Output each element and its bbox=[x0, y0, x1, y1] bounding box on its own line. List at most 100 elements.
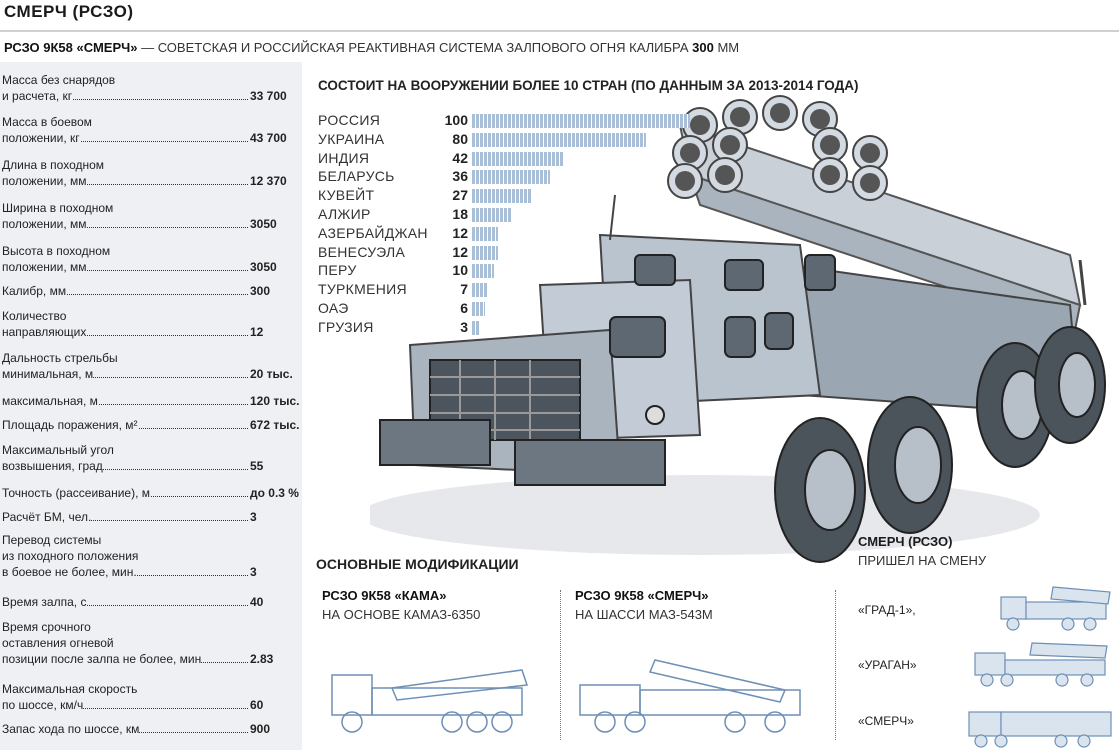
spec-label-line: Запас хода по шоссе, км 900 bbox=[2, 721, 300, 737]
spec-row: Максимальный угол возвышения, град 55 bbox=[2, 442, 300, 474]
page-title: СМЕРЧ (РСЗО) bbox=[4, 2, 134, 21]
leader-dots bbox=[2, 270, 248, 271]
subtitle-caliber: 300 bbox=[692, 40, 714, 55]
spec-label: Запас хода по шоссе, км bbox=[2, 722, 140, 736]
chart-bar bbox=[472, 302, 486, 316]
spec-label: Время залпа, с bbox=[2, 595, 87, 609]
replacement-uragan: «УРАГАН» bbox=[858, 658, 917, 672]
spec-label-line: возвышения, град 55 bbox=[2, 458, 300, 474]
uragan-sketch bbox=[974, 642, 1108, 687]
chart-category-label: ТУРКМЕНИЯ bbox=[318, 281, 407, 298]
chart-bar bbox=[472, 189, 531, 204]
spec-value: 120 тыс. bbox=[250, 394, 300, 408]
subtitle-system-name: РСЗО 9К58 «СМЕРЧ» bbox=[4, 40, 138, 55]
spec-label: возвышения, град bbox=[2, 459, 103, 473]
chart-data-label: 80 bbox=[452, 130, 468, 147]
chart-bar bbox=[472, 245, 499, 260]
chart-category-label: ГРУЗИЯ bbox=[318, 318, 374, 335]
spec-label: по шоссе, км/ч bbox=[2, 698, 84, 712]
spec-label: и расчета, кг bbox=[2, 89, 73, 103]
chart-bar bbox=[472, 170, 551, 185]
spec-label-line: максимальная, м 120 тыс. bbox=[2, 393, 300, 409]
spec-label: положении, мм bbox=[2, 174, 87, 188]
spec-label: Перевод системы bbox=[2, 533, 102, 547]
leader-dots bbox=[2, 335, 248, 336]
chart-data-label: 42 bbox=[452, 149, 468, 166]
replacement-smerch: «СМЕРЧ» bbox=[858, 714, 914, 728]
spec-label: положении, мм bbox=[2, 217, 87, 231]
spec-label: Площадь поражения, м² bbox=[2, 418, 138, 432]
chart-data-label: 12 bbox=[452, 224, 468, 241]
leader-dots bbox=[2, 520, 248, 521]
chart-title: СОСТОИТ НА ВООРУЖЕНИИ БОЛЕЕ 10 СТРАН (ПО… bbox=[318, 78, 859, 93]
chart-category-label: РОССИЯ bbox=[318, 112, 381, 128]
chart-bar bbox=[472, 132, 647, 147]
spec-label: Максимальный угол bbox=[2, 443, 114, 457]
spec-label-line: Расчёт БМ, чел.3 bbox=[2, 509, 300, 525]
leader-dots bbox=[2, 605, 248, 606]
chart-data-label: 12 bbox=[452, 243, 468, 260]
leader-dots bbox=[2, 708, 248, 709]
truck-cab bbox=[379, 194, 836, 486]
wheels bbox=[774, 326, 1106, 563]
spec-label-line: и расчета, кг 33 700 bbox=[2, 88, 300, 104]
subtitle-unit: ММ bbox=[713, 40, 740, 55]
spec-row: Расчёт БМ, чел.3 bbox=[2, 509, 300, 525]
spec-value: 900 bbox=[250, 722, 271, 736]
spec-row: Запас хода по шоссе, км 900 bbox=[2, 721, 300, 737]
spec-label: положении, мм bbox=[2, 260, 87, 274]
spec-value: 55 bbox=[250, 459, 264, 473]
leader-dots bbox=[2, 227, 248, 228]
spec-label: Калибр, мм bbox=[2, 284, 67, 298]
leader-dots bbox=[2, 377, 248, 378]
spec-label-line: по шоссе, км/ч 60 bbox=[2, 697, 300, 713]
chart-data-label: 36 bbox=[452, 168, 468, 185]
leader-dots bbox=[2, 141, 248, 142]
spec-label-line: в боевое не более, мин.3 bbox=[2, 564, 300, 580]
chart-data-label: 18 bbox=[452, 206, 468, 222]
replacement-title: СМЕРЧ (РСЗО) bbox=[858, 534, 953, 549]
chart-bar bbox=[472, 264, 494, 279]
spec-label: минимальная, м bbox=[2, 367, 94, 381]
spec-value: 12 bbox=[250, 325, 264, 339]
mod-smerch-name: РСЗО 9К58 «СМЕРЧ» bbox=[575, 588, 709, 603]
leader-dots bbox=[2, 99, 248, 100]
chart-data-label: 100 bbox=[444, 112, 468, 128]
leader-dots bbox=[2, 469, 248, 470]
title-bar: СМЕРЧ (РСЗО) bbox=[0, 0, 1119, 32]
subtitle-description: — СОВЕТСКАЯ И РОССИЙСКАЯ РЕАКТИВНАЯ СИСТ… bbox=[137, 40, 693, 55]
spec-label: Дальность стрельбы bbox=[2, 351, 118, 365]
spec-value: до 0.3 % bbox=[250, 486, 299, 500]
chart-category-label: БЕЛАРУСЬ bbox=[318, 168, 395, 185]
spec-label: максимальная, м bbox=[2, 394, 98, 408]
spec-value: 60 bbox=[250, 698, 264, 712]
chart-data-label: 3 bbox=[460, 318, 468, 335]
spec-label: Длина в походном bbox=[2, 158, 105, 172]
chart-category-label: ПЕРУ bbox=[318, 262, 357, 279]
mod-kama-name: РСЗО 9К58 «КАМА» bbox=[322, 588, 447, 603]
spec-label: Высота в походном bbox=[2, 244, 111, 258]
spec-label: Масса в боевом bbox=[2, 115, 92, 129]
spec-value: 300 bbox=[250, 284, 271, 298]
spec-label-line: Калибр, мм 300 bbox=[2, 283, 300, 299]
chart-bar bbox=[472, 226, 499, 241]
chart-bar bbox=[472, 151, 564, 166]
spec-value: 33 700 bbox=[250, 89, 287, 103]
spec-label: позиции после залпа не более, мин bbox=[2, 652, 202, 666]
chart-data-label: 27 bbox=[452, 187, 468, 204]
